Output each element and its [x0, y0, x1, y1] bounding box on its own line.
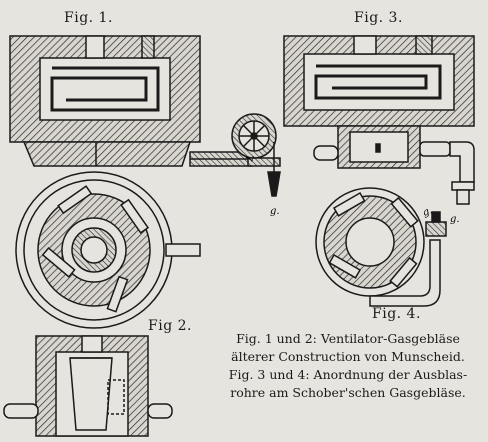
fig4-label: Fig. 4. — [372, 306, 421, 322]
caption-line-3: Fig. 3 und 4: Anordnung der Ausblas- — [228, 367, 468, 382]
fig2-label: Fig 2. — [148, 318, 192, 334]
caption-line-2: älterer Construction von Munscheid. — [231, 349, 465, 364]
fig3-label: Fig. 3. — [354, 10, 403, 26]
fig4-plan — [315, 187, 447, 307]
fig2-plan-circles — [15, 171, 201, 329]
fig3-furnace-section — [283, 35, 475, 169]
caption-line-1: Fig. 1 und 2: Ventilator-Gasgebläse — [236, 331, 460, 346]
fig1-L-label: L — [244, 153, 257, 164]
fig3-side-pipes — [313, 141, 475, 205]
fig4-g1-label: g. — [421, 205, 434, 219]
fig1-funnel-base — [22, 141, 192, 167]
fig1-fan-wheel — [231, 113, 281, 197]
fig1-label: Fig. 1. — [64, 10, 113, 26]
figure-caption: Fig. 1 und 2: Ventilator-Gasgebläse älte… — [214, 330, 482, 402]
fig4-g2-label: g. — [450, 214, 460, 225]
caption-line-4: rohre am Schober'schen Gasgebläse. — [230, 385, 466, 400]
fig2-section — [3, 335, 173, 437]
fig1-g-label: g. — [270, 206, 280, 217]
fig1-furnace-section — [9, 35, 201, 143]
